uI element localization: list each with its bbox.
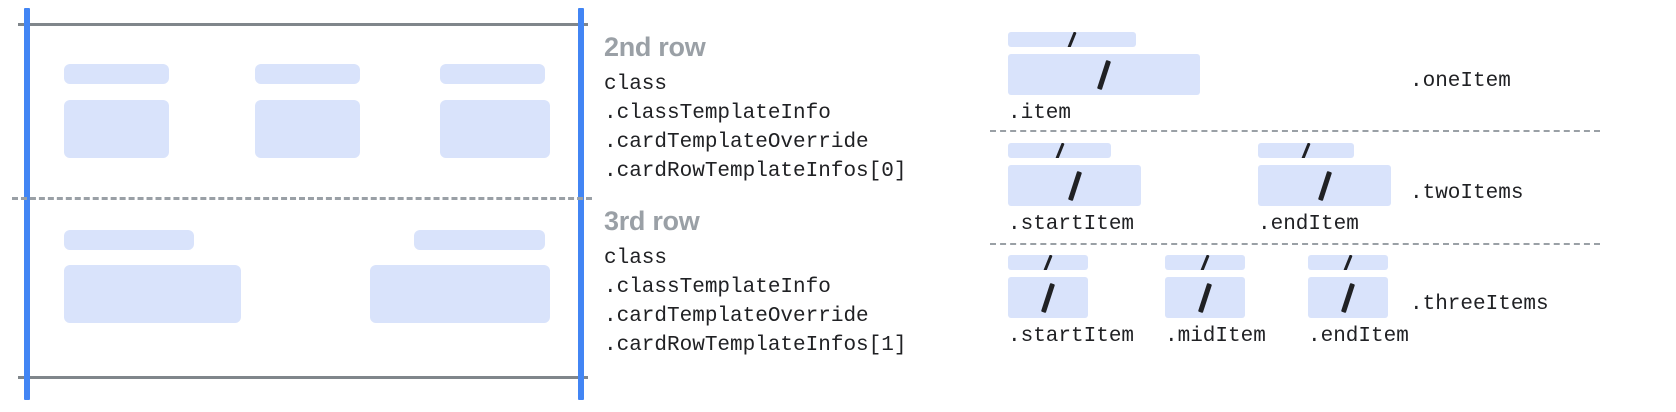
row2-col2-title-placeholder — [414, 230, 545, 250]
slot-label: .startItem — [1008, 325, 1135, 348]
variant-twoitems-slot-end: .endItem — [1258, 143, 1391, 236]
card-top-boundary-line — [18, 23, 588, 26]
slot-body-placeholder — [1008, 165, 1141, 206]
row1-col1-body-placeholder — [64, 100, 169, 158]
slot-body-placeholder — [1308, 277, 1388, 318]
slot-title-placeholder — [1008, 255, 1088, 270]
slot-body-placeholder — [1008, 54, 1200, 95]
item-variants-panel: .item .oneItem .startItem .endItem .twoI… — [960, 0, 1676, 412]
variant-threeitems-slot-end: .endItem — [1308, 255, 1409, 348]
slash-icon — [1096, 59, 1112, 90]
slot-title-placeholder — [1258, 143, 1354, 158]
variant-oneitem-slot-item: .item — [1008, 32, 1200, 125]
description-title: 2nd row — [604, 32, 706, 62]
slot-title-placeholder — [1165, 255, 1245, 270]
card-right-guide-bar — [578, 8, 584, 400]
slot-title-placeholder — [1008, 143, 1111, 158]
slash-icon — [1343, 255, 1353, 270]
slot-body-placeholder — [1258, 165, 1391, 206]
variant-threeitems-slot-mid: .midItem — [1165, 255, 1266, 348]
slot-body-placeholder — [1008, 277, 1088, 318]
slash-icon — [1197, 282, 1213, 313]
slash-icon — [1301, 143, 1311, 158]
row1-col3-title-placeholder — [440, 64, 545, 84]
slash-icon — [1067, 170, 1082, 201]
description-title: 3rd row — [604, 206, 700, 236]
variant-divider-1 — [990, 130, 1600, 132]
slash-icon — [1317, 170, 1332, 201]
variant-divider-2 — [990, 243, 1600, 245]
slot-label: .midItem — [1165, 325, 1266, 348]
description-code: class .classTemplateInfo .cardTemplateOv… — [604, 247, 907, 357]
slash-icon — [1043, 255, 1053, 270]
card-bottom-boundary-line — [18, 376, 588, 379]
slot-label: .startItem — [1008, 213, 1135, 236]
variant-twoitems-slot-start: .startItem — [1008, 143, 1141, 236]
slot-title-placeholder — [1308, 255, 1388, 270]
description-3rd-row: 3rd row class .classTemplateInfo .cardTe… — [604, 208, 906, 360]
slot-label: .endItem — [1258, 213, 1359, 236]
row2-col2-body-placeholder — [370, 265, 550, 323]
slash-icon — [1340, 282, 1356, 313]
row2-col1-title-placeholder — [64, 230, 194, 250]
row1-col1-title-placeholder — [64, 64, 169, 84]
row1-col2-body-placeholder — [255, 100, 360, 158]
row2-col1-body-placeholder — [64, 265, 241, 323]
variant-name-oneitem: .oneItem — [1410, 70, 1511, 93]
slot-label: .item — [1008, 102, 1072, 125]
slash-icon — [1067, 32, 1077, 47]
slot-label: .endItem — [1308, 325, 1409, 348]
card-row-divider — [12, 197, 592, 200]
variant-name-twoitems: .twoItems — [1410, 182, 1524, 205]
variant-threeitems-slot-start: .startItem — [1008, 255, 1134, 348]
row1-col3-body-placeholder — [440, 100, 550, 158]
card-preview-panel — [0, 0, 600, 412]
row1-col2-title-placeholder — [255, 64, 360, 84]
card-left-guide-bar — [24, 8, 30, 400]
slash-icon — [1040, 282, 1056, 313]
slot-title-placeholder — [1008, 32, 1136, 47]
slot-body-placeholder — [1165, 277, 1245, 318]
variant-name-threeitems: .threeItems — [1410, 293, 1549, 316]
description-code: class .classTemplateInfo .cardTemplateOv… — [604, 73, 907, 183]
slash-icon — [1200, 255, 1210, 270]
description-2nd-row: 2nd row class .classTemplateInfo .cardTe… — [604, 34, 906, 186]
slash-icon — [1054, 143, 1065, 158]
